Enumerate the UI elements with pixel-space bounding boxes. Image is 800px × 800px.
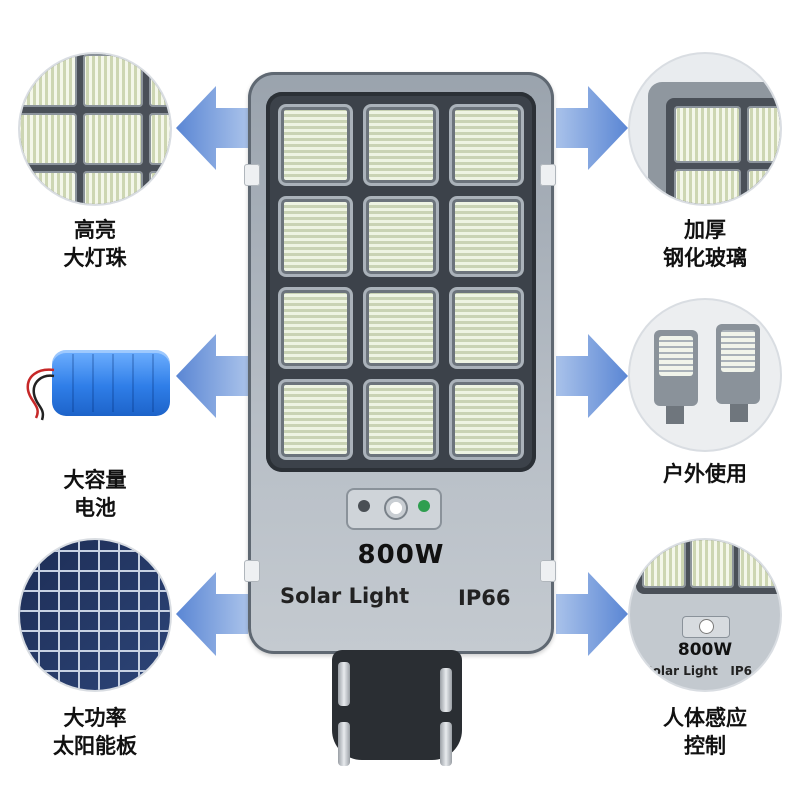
glass-closeup-image bbox=[630, 54, 780, 204]
battery-image bbox=[52, 350, 170, 416]
led-module bbox=[278, 195, 354, 277]
arrow-left-top bbox=[176, 86, 248, 170]
bracket-bolt bbox=[338, 722, 350, 766]
mini-power-text: 800W bbox=[677, 640, 733, 660]
arrow-right-top bbox=[556, 86, 628, 170]
arrow-right-bottom bbox=[556, 572, 628, 656]
led-module bbox=[278, 287, 354, 369]
caption-line: 人体感应 bbox=[663, 706, 747, 730]
feature-caption-solar: 大功率 太阳能板 bbox=[10, 704, 180, 760]
feature-caption-outdoor: 户外使用 bbox=[620, 460, 790, 488]
side-clip bbox=[540, 560, 556, 582]
bracket-bolt bbox=[440, 722, 452, 766]
caption-line: 电池 bbox=[74, 496, 116, 520]
mini-model-text: Solar Light IP6 bbox=[644, 664, 752, 678]
led-module bbox=[448, 104, 524, 186]
feature-caption-sensor: 人体感应 控制 bbox=[620, 704, 790, 760]
solar-street-light: 800W Solar Light IP66 bbox=[244, 72, 556, 654]
led-module bbox=[363, 195, 439, 277]
pir-sensor-icon bbox=[384, 496, 408, 520]
led-module bbox=[363, 287, 439, 369]
led-module bbox=[363, 104, 439, 186]
caption-line: 户外使用 bbox=[663, 462, 747, 486]
caption-line: 加厚 bbox=[684, 218, 726, 242]
led-module bbox=[448, 378, 524, 460]
arrow-right-mid bbox=[556, 334, 628, 418]
arrow-left-bottom bbox=[176, 572, 248, 656]
caption-line: 大灯珠 bbox=[63, 246, 127, 270]
product-name: Solar Light bbox=[280, 584, 410, 608]
side-clip bbox=[540, 164, 556, 186]
led-module bbox=[278, 378, 354, 460]
caption-line: 高亮 bbox=[74, 218, 116, 242]
caption-line: 控制 bbox=[684, 734, 726, 758]
led-module bbox=[278, 104, 354, 186]
arrow-left-mid bbox=[176, 334, 248, 418]
led-module bbox=[448, 195, 524, 277]
feature-caption-led: 高亮 大灯珠 bbox=[10, 216, 180, 272]
led-panel bbox=[266, 92, 536, 472]
battery-wires bbox=[26, 368, 55, 421]
feature-caption-glass: 加厚 钢化玻璃 bbox=[620, 216, 790, 272]
power-rating: 800W bbox=[357, 540, 445, 570]
caption-line: 大容量 bbox=[63, 468, 127, 492]
motion-sensor-image: 800W Solar Light IP6 bbox=[630, 540, 780, 690]
motion-sensor bbox=[346, 488, 442, 530]
side-clip bbox=[244, 164, 260, 186]
power-switch-icon bbox=[418, 500, 430, 512]
caption-line: 太阳能板 bbox=[53, 734, 137, 758]
led-module bbox=[363, 378, 439, 460]
bracket-bolt bbox=[338, 662, 350, 706]
bracket-bolt bbox=[440, 668, 452, 712]
ip-rating: IP66 bbox=[458, 586, 511, 610]
solar-panel-image bbox=[20, 540, 170, 690]
caption-line: 钢化玻璃 bbox=[663, 246, 747, 270]
led-module bbox=[448, 287, 524, 369]
caption-line: 大功率 bbox=[63, 706, 127, 730]
side-clip bbox=[244, 560, 260, 582]
feature-caption-battery: 大容量 电池 bbox=[10, 466, 180, 522]
outdoor-use-image bbox=[630, 300, 780, 450]
light-sensor-icon bbox=[358, 500, 370, 512]
led-closeup-image bbox=[20, 54, 170, 204]
